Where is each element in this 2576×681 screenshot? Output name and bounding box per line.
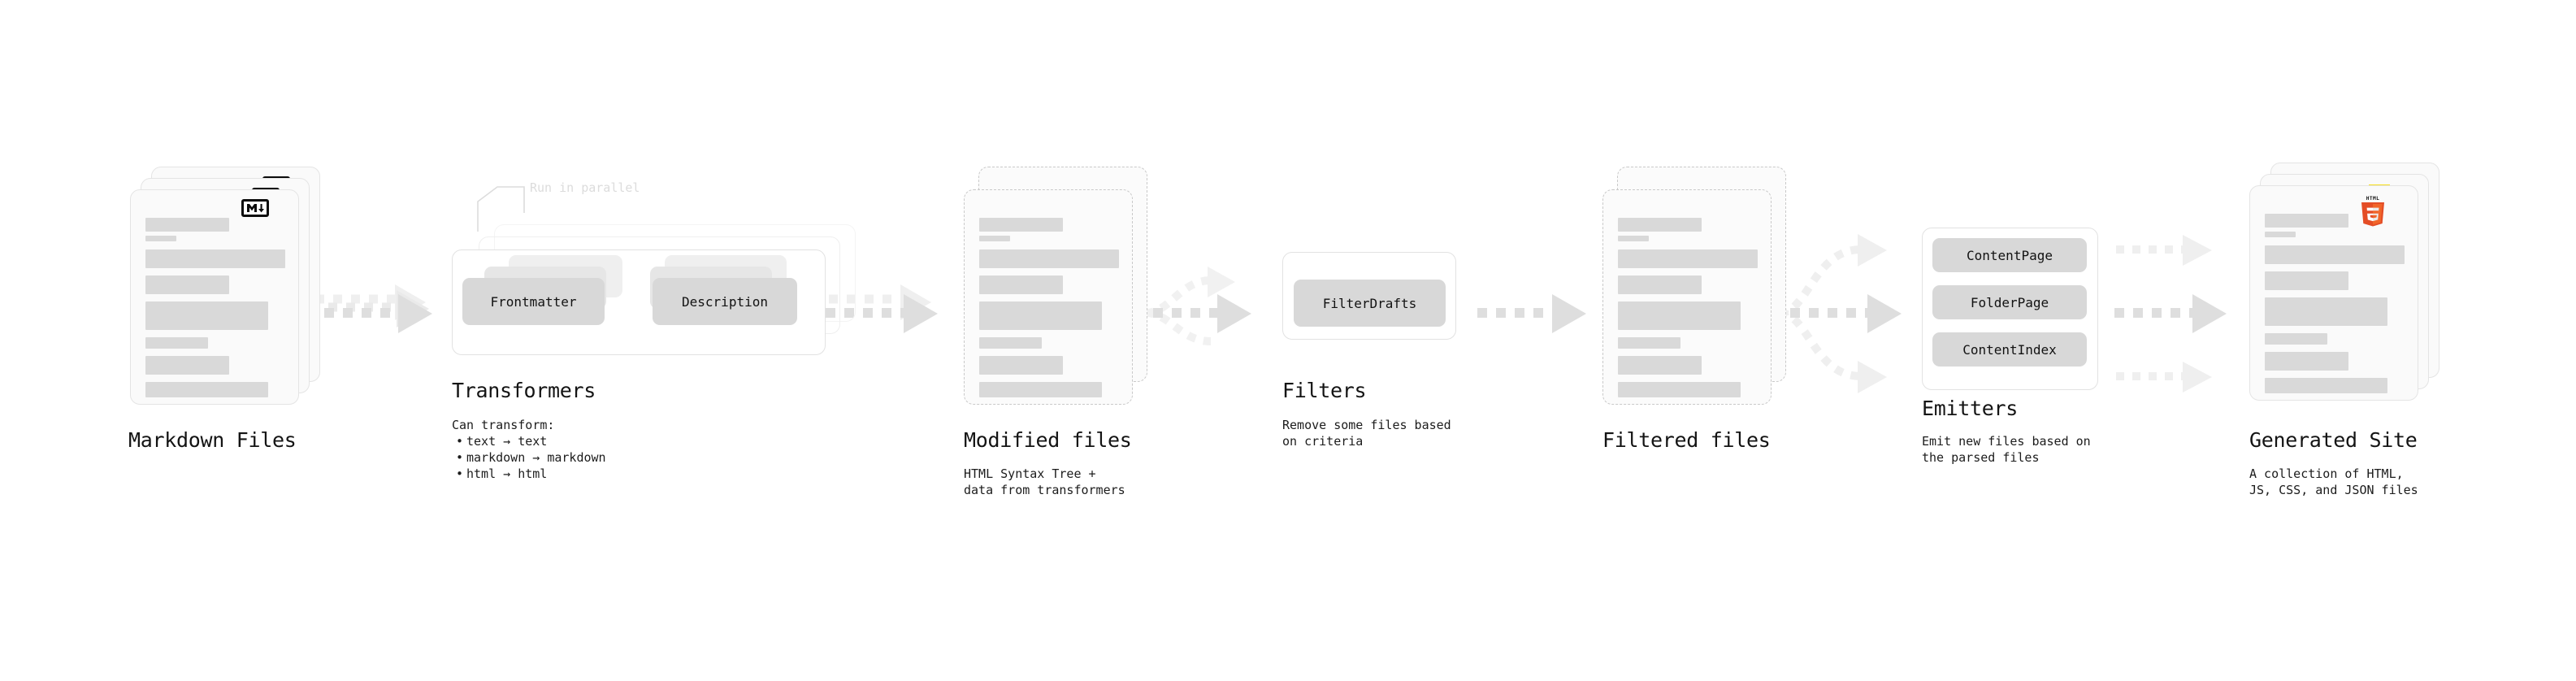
content-bar (145, 275, 230, 294)
transformers-description: Can transform: (452, 418, 555, 432)
content-bar (2265, 333, 2328, 345)
arrow-filtered-to-emitters (1772, 234, 1902, 393)
modified-files-description: HTML Syntax Tree + data from transformer… (964, 466, 1125, 497)
emitter-chip-contentindex[interactable]: ContentIndex (1932, 332, 2087, 367)
content-bar (1618, 356, 1702, 375)
run-in-parallel-label: Run in parallel (530, 180, 640, 195)
content-bar (979, 275, 1064, 294)
filters-title: Filters (1282, 379, 1367, 402)
site-card-content (2265, 214, 2405, 393)
content-bar (979, 249, 1119, 268)
filtered-card-front (1602, 189, 1772, 405)
content-bar-subheading (145, 236, 176, 241)
markdown-icon (241, 199, 269, 217)
svg-text:HTML: HTML (2366, 196, 2380, 202)
content-bar (145, 249, 285, 268)
filtered-card-content (1618, 218, 1758, 397)
content-bar-subheading (1618, 236, 1649, 241)
content-bar (145, 382, 269, 397)
html5-icon: HTML (2358, 193, 2387, 228)
modified-files-title: Modified files (964, 428, 1132, 452)
content-bar (2265, 245, 2405, 264)
markdown-card-front (130, 189, 299, 405)
arrow-emitters-to-site (2114, 235, 2227, 393)
content-bar (979, 301, 1103, 330)
arrow-filters-to-filtered (1477, 294, 1586, 333)
content-bar (145, 301, 269, 330)
transformers-bullet-item: markdown → markdown (456, 449, 606, 466)
content-bar (1618, 249, 1758, 268)
modified-card-front (964, 189, 1133, 405)
content-bar (145, 356, 230, 375)
markdown-files-title: Markdown Files (128, 428, 297, 452)
content-bar (2265, 271, 2349, 290)
content-bar (979, 356, 1064, 375)
content-bar (145, 337, 209, 349)
content-bar-heading (2265, 214, 2349, 228)
filter-chip-filterdrafts[interactable]: FilterDrafts (1294, 280, 1446, 327)
content-bar (1618, 337, 1681, 349)
content-bar (979, 382, 1103, 397)
filtered-files-title: Filtered files (1602, 428, 1771, 452)
emitter-chip-contentpage[interactable]: ContentPage (1932, 238, 2087, 272)
transformers-bullets: text → text markdown → markdown html → h… (455, 433, 606, 482)
transformer-chip-description[interactable]: Description (653, 278, 797, 325)
emitter-chip-folderpage[interactable]: FolderPage (1932, 285, 2087, 319)
generated-site-title: Generated Site (2249, 428, 2418, 452)
content-bar (2265, 352, 2349, 371)
transformers-bullet-item: text → text (456, 433, 606, 449)
content-bar (1618, 382, 1741, 397)
transformers-bullet-item: html → html (456, 466, 606, 482)
modified-card-content (979, 218, 1119, 397)
content-bar-heading (1618, 218, 1702, 232)
content-bar-heading (145, 218, 230, 232)
site-card-front (2249, 185, 2418, 401)
arrow-markdown-to-transformers (306, 284, 432, 333)
content-bar-subheading (2265, 232, 2296, 237)
markdown-card-content (145, 218, 285, 397)
content-bar (1618, 275, 1702, 294)
content-bar (2265, 297, 2388, 326)
generated-site-description: A collection of HTML, JS, CSS, and JSON … (2249, 466, 2418, 497)
content-bar-heading (979, 218, 1064, 232)
emitters-description: Emit new files based on the parsed files (1922, 434, 2091, 465)
content-bar (1618, 301, 1741, 330)
emitters-title: Emitters (1922, 397, 2019, 420)
transformer-chip-frontmatter[interactable]: Frontmatter (462, 278, 605, 325)
content-bar (979, 337, 1043, 349)
arrow-modified-to-filters (1134, 267, 1251, 345)
content-bar-subheading (979, 236, 1010, 241)
content-bar (2265, 378, 2388, 393)
transformers-title: Transformers (452, 379, 596, 402)
filters-description: Remove some files based on criteria (1282, 418, 1451, 449)
